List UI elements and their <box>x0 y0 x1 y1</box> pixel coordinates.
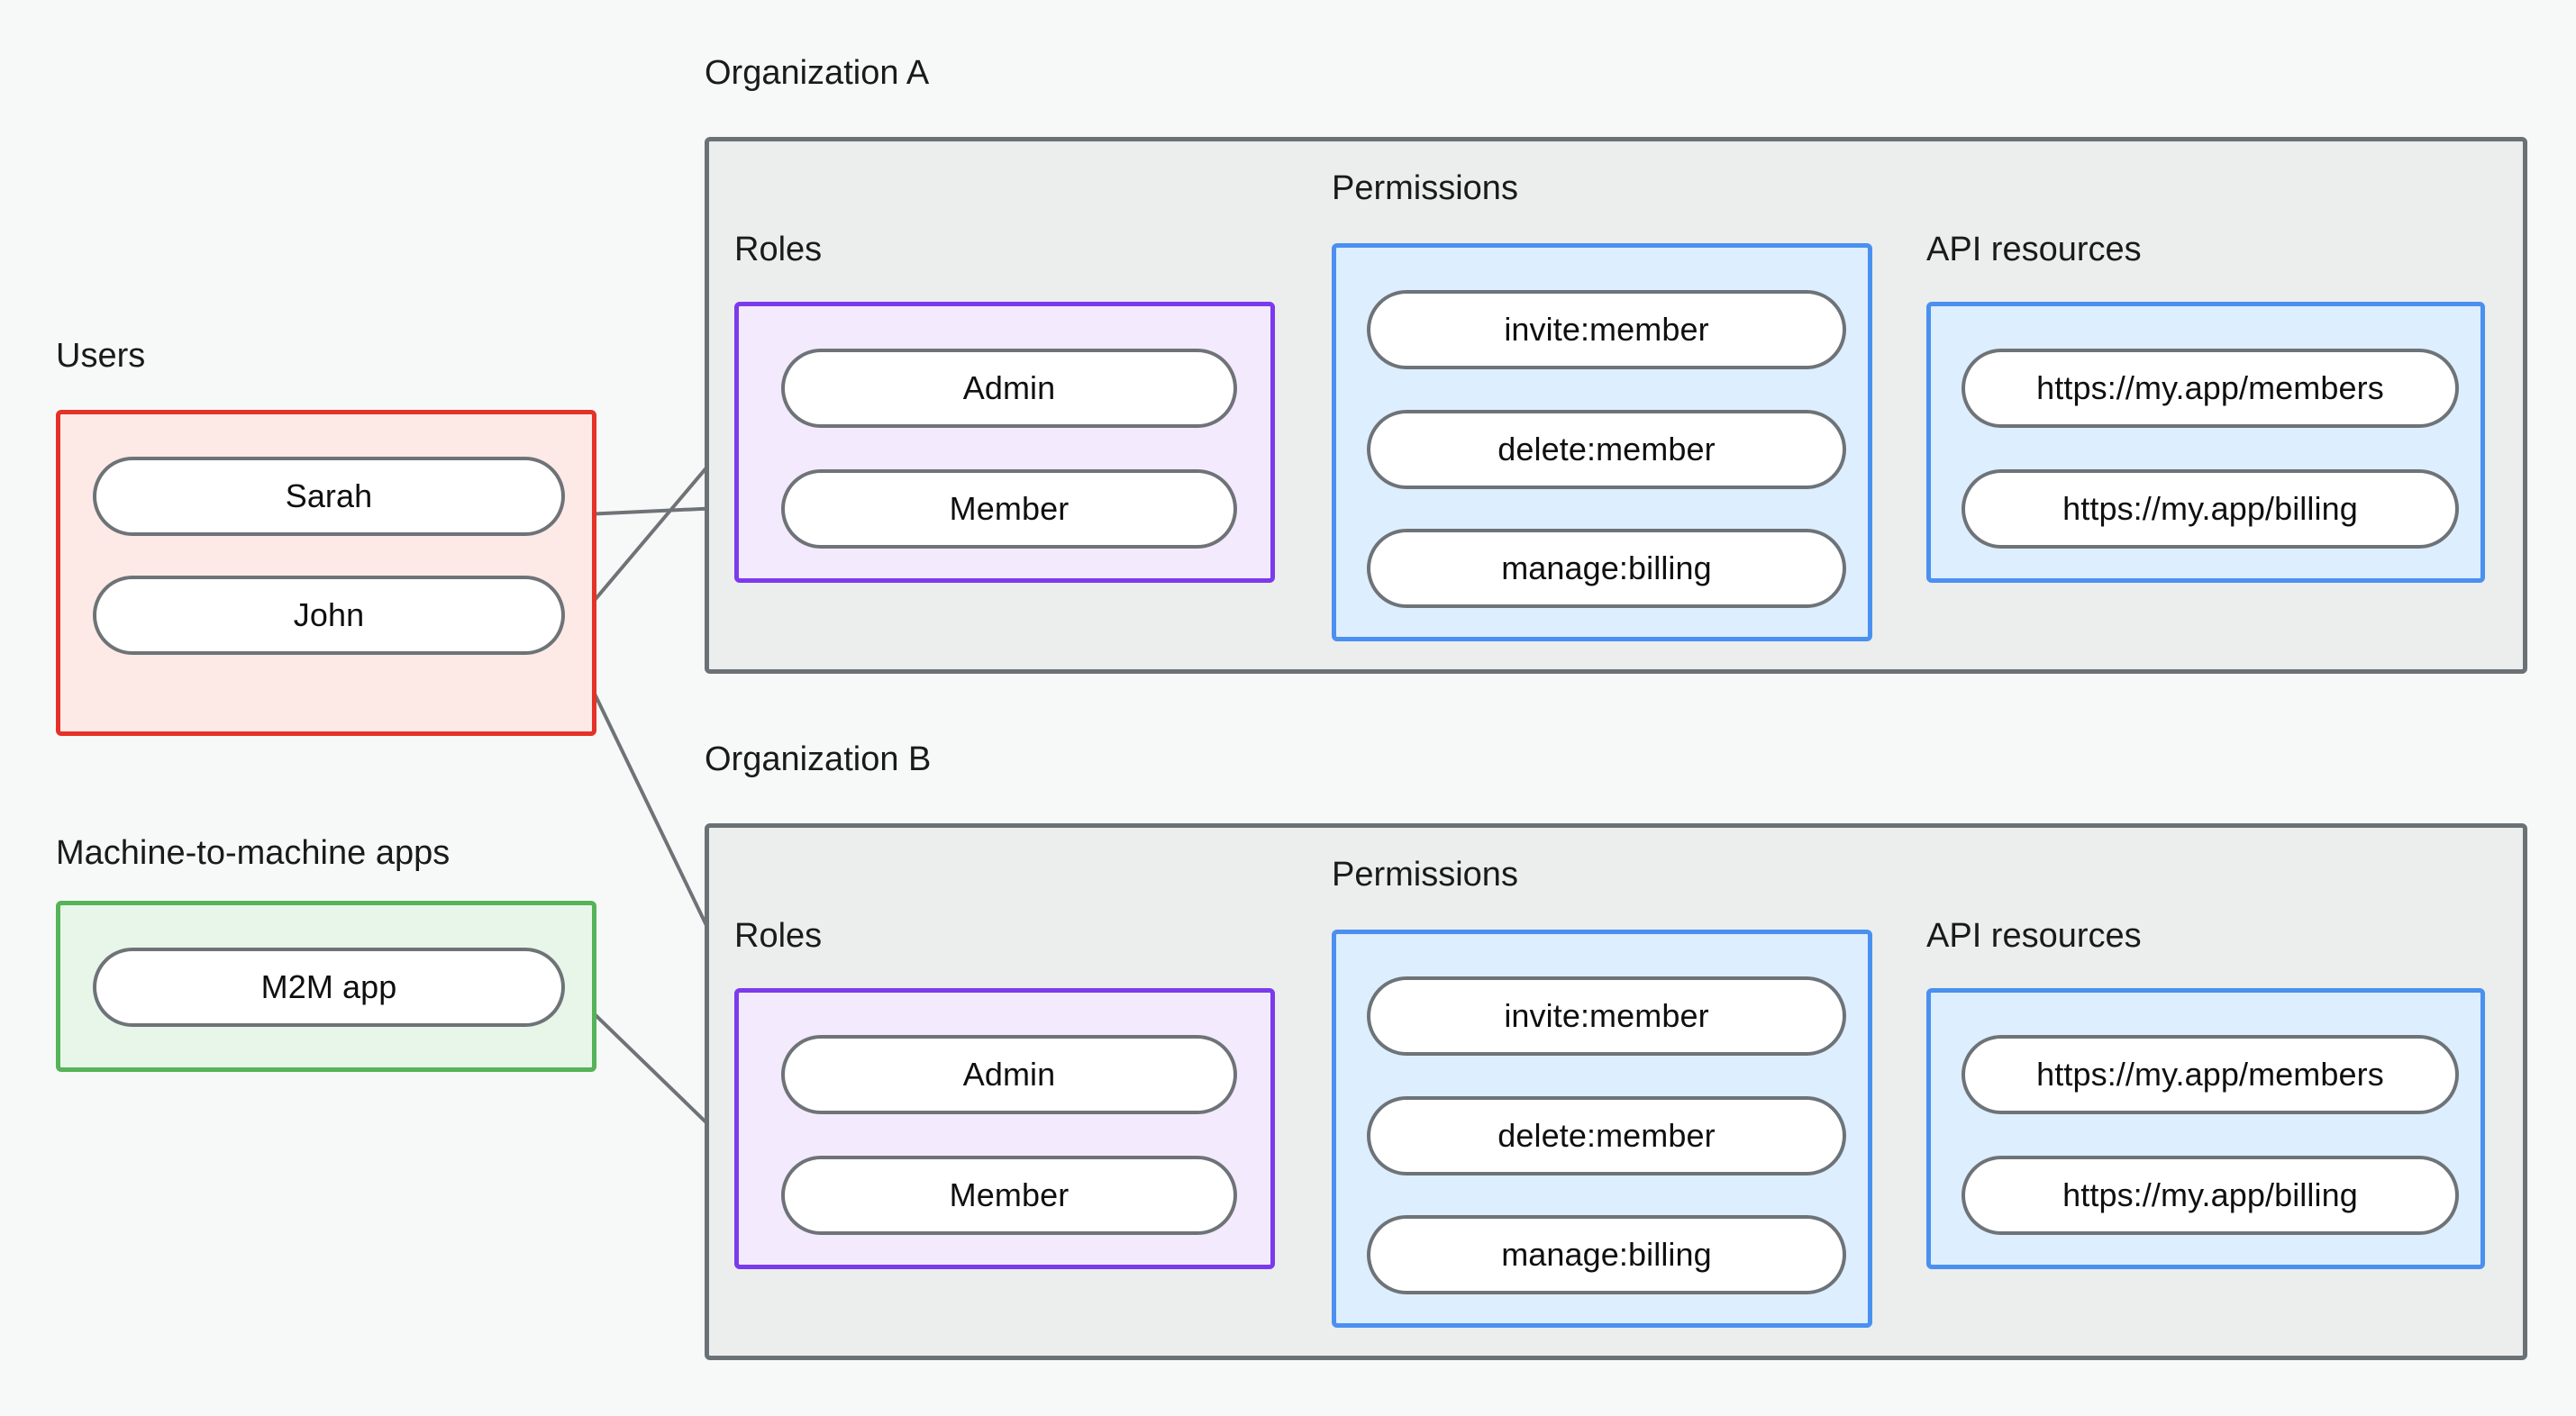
users-group-title: Users <box>56 337 146 375</box>
org-b-permissions-title: Permissions <box>1332 856 1518 894</box>
org-a-permissions-box: invite:member delete:member manage:billi… <box>1332 243 1872 641</box>
org-a-permission-manage-billing[interactable]: manage:billing <box>1367 529 1846 608</box>
org-a-roles-title: Roles <box>734 231 823 268</box>
org-a-resource-members[interactable]: https://my.app/members <box>1962 349 2459 428</box>
m2m-node-app[interactable]: M2M app <box>93 948 565 1027</box>
org-a-resource-billing[interactable]: https://my.app/billing <box>1962 469 2459 549</box>
org-a-roles-box: Admin Member <box>734 302 1275 583</box>
org-b-role-admin[interactable]: Admin <box>781 1035 1237 1114</box>
org-b-resource-billing[interactable]: https://my.app/billing <box>1962 1156 2459 1235</box>
org-b-api-resources-title: API resources <box>1926 917 2142 955</box>
org-b-permission-delete-member[interactable]: delete:member <box>1367 1096 1846 1175</box>
m2m-group-box: M2M app <box>56 901 596 1072</box>
org-b-permissions-box: invite:member delete:member manage:billi… <box>1332 930 1872 1328</box>
org-a-role-admin[interactable]: Admin <box>781 349 1237 428</box>
org-a-permission-invite-member[interactable]: invite:member <box>1367 290 1846 369</box>
m2m-group-title: Machine-to-machine apps <box>56 834 451 872</box>
org-b-permission-invite-member[interactable]: invite:member <box>1367 976 1846 1056</box>
org-b-resource-members[interactable]: https://my.app/members <box>1962 1035 2459 1114</box>
org-a-title: Organization A <box>705 54 930 92</box>
users-group-box: Sarah John <box>56 410 596 736</box>
org-a-api-resources-title: API resources <box>1926 231 2142 268</box>
org-a-permissions-title: Permissions <box>1332 169 1518 207</box>
org-b-api-resources-box: https://my.app/members https://my.app/bi… <box>1926 988 2485 1269</box>
org-b-title: Organization B <box>705 740 932 778</box>
user-node-john[interactable]: John <box>93 576 565 655</box>
org-b-roles-title: Roles <box>734 917 823 955</box>
org-a-role-member[interactable]: Member <box>781 469 1237 549</box>
user-node-sarah[interactable]: Sarah <box>93 457 565 536</box>
org-b-permission-manage-billing[interactable]: manage:billing <box>1367 1215 1846 1294</box>
org-b-roles-box: Admin Member <box>734 988 1275 1269</box>
org-b-role-member[interactable]: Member <box>781 1156 1237 1235</box>
org-a-api-resources-box: https://my.app/members https://my.app/bi… <box>1926 302 2485 583</box>
org-a-permission-delete-member[interactable]: delete:member <box>1367 410 1846 489</box>
